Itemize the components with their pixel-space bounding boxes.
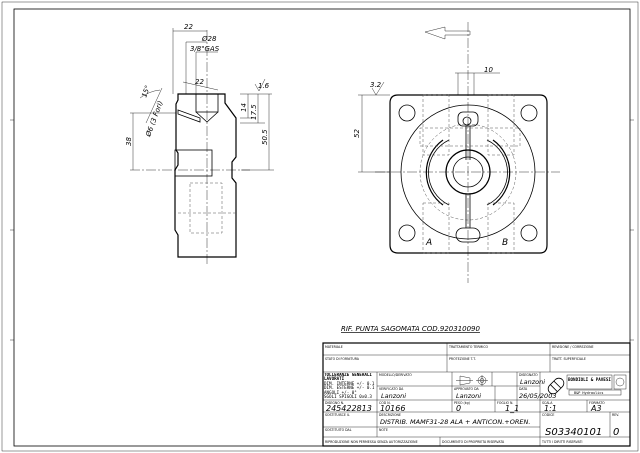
date: 26/05/2003	[519, 392, 556, 400]
dim-38: 38	[125, 137, 133, 146]
frame-ticks	[10, 119, 634, 341]
drawing-code: S03340101	[545, 427, 602, 438]
dim-hole: Ø6 (3 Fori)	[144, 99, 165, 138]
tolerance-line: ANGOLI +/- 0°	[324, 389, 357, 395]
drawn-by: Lanzoni	[520, 378, 545, 386]
dim-14: 14	[240, 103, 248, 112]
dim-10: 10	[484, 66, 493, 74]
roughness-symbol-left: 1.6	[258, 82, 270, 90]
center-bore	[174, 149, 213, 177]
surface-treatment-label: TRATT. SUPERFICIALE	[551, 357, 586, 361]
port-label-a: A	[425, 238, 432, 248]
dim-50-5: 50.5	[261, 129, 269, 145]
description-label: DESCRIZIONE	[379, 413, 401, 417]
scale: 1:1	[544, 404, 557, 413]
cod-label: COD N.	[379, 401, 391, 405]
flange-body	[389, 94, 548, 254]
company-logo: BONDIOLI & PAVESI B&P Hydraulics	[547, 374, 627, 396]
tolerance-line: DIM. ESTERNE +/- 0.1	[324, 385, 375, 390]
general-tolerances: TOLLERANZE GENERALI LAVORATI DIM. INTERN…	[324, 372, 375, 399]
supply-state-label: STATO DI FORNITURA	[325, 357, 360, 361]
rev-label: REV.	[612, 413, 619, 417]
tolerance-line: SGOLI SPIGOLI 0x0.3	[324, 394, 372, 399]
date-label: DATA	[519, 387, 528, 391]
description: DISTRIB. MAMF31-28 ALA + ANTICON.+OREN.	[380, 418, 530, 426]
model-label: MODELLO/DERIVATO	[379, 373, 412, 377]
revision-number: 0	[613, 427, 619, 438]
heat-treatment-label: TRATTAMENTO TERMICO	[448, 345, 488, 349]
format: A3	[590, 404, 602, 413]
reference-caption: RIF. PUNTA SAGOMATA COD.920310090	[341, 325, 481, 333]
dim-17-5: 17.5	[250, 104, 258, 120]
format-label: FORMATO	[589, 401, 605, 405]
sheet-number: 1_1	[505, 404, 519, 413]
title-block: MATERIALE TRATTAMENTO TERMICO REVISIONE …	[322, 342, 631, 447]
tolerance-line: DIM. INTERNE +/- 0.1	[324, 380, 375, 386]
footer-note: DOCUMENTO DI PROPRIETA RISERVATA	[442, 440, 505, 444]
approved-by: Lanzoni	[456, 392, 481, 400]
approved-label: APPROVATO DA	[454, 387, 479, 391]
drawing-no-label: DISEGNO N.	[325, 401, 344, 405]
section-view: 22 Ø28 3/8"GAS 22 15° Ø6 (3 Fori) 38 14 …	[125, 23, 274, 265]
projection-symbol-icon	[456, 375, 488, 386]
dim-22-angled: 22	[195, 78, 204, 86]
footer-note: RIPRODUZIONE NON PERMESSA SENZA AUTORIZZ…	[325, 440, 418, 444]
drawn-label: DISEGNATO	[519, 373, 538, 377]
direction-arrow-icon	[424, 26, 471, 40]
tolerance-title: TOLLERANZE GENERALI LAVORATI	[324, 372, 372, 381]
weight: 0	[456, 404, 461, 413]
dim-angle: 15°	[140, 84, 152, 98]
port-label-b: B	[502, 238, 508, 248]
cod-number: 10166	[380, 404, 405, 413]
notes-label: NOTE	[379, 428, 388, 432]
sheet-label: FOGLIO N.	[497, 401, 513, 405]
dim-thread: 3/8"GAS	[190, 45, 220, 53]
checked-label: VERIFICATO DA	[379, 387, 404, 391]
material-label: MATERIALE	[325, 345, 343, 349]
drawing-no: 245422813	[326, 404, 372, 413]
revision-label: REVISIONE / CORREZIONE	[552, 345, 594, 349]
drawing-frame	[13, 8, 631, 447]
dim-dia28: Ø28	[201, 35, 217, 43]
footer-note: TUTTI I DIRITTI RISERVATI	[541, 440, 582, 444]
logo-subtext: B&P Hydraulics	[574, 391, 604, 395]
roughness-symbol-right: 3.2	[370, 81, 382, 89]
dim-52: 52	[353, 129, 361, 138]
replaces-label: SOSTITUISCE IL	[325, 413, 350, 417]
protection-label: PROTEZIONE T.T.	[449, 357, 476, 361]
checked-by: Lanzoni	[381, 392, 406, 400]
code-label: CODICE	[542, 413, 554, 417]
section-body	[174, 93, 237, 258]
replaced-by-label: SOSTITUITO DAL	[325, 428, 352, 432]
front-view: 10 52 3.2 A B	[353, 22, 560, 283]
logo-text: BONDIOLI & PAVESI	[568, 377, 611, 382]
dim-22-top: 22	[184, 23, 193, 31]
scale-label: SCALA	[542, 401, 553, 405]
weight-label: PESO (kg)	[454, 401, 470, 405]
